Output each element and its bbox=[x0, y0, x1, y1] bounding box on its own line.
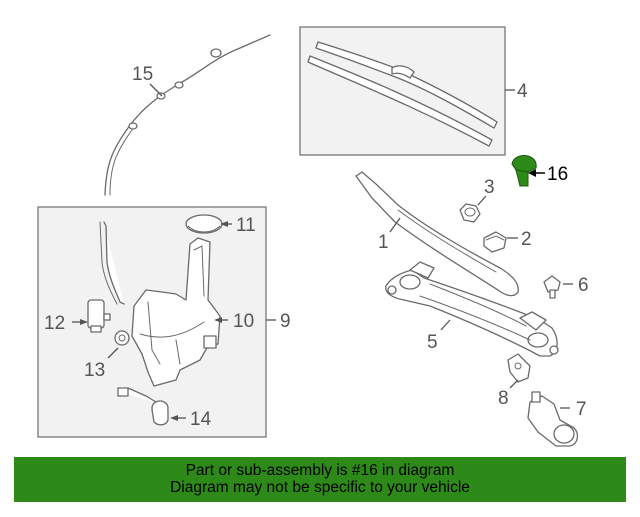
banner-line-2: Diagram may not be specific to your vehi… bbox=[170, 479, 470, 496]
grommet[interactable] bbox=[114, 330, 130, 346]
washer-tube[interactable] bbox=[103, 221, 125, 305]
cap-2[interactable] bbox=[483, 231, 507, 253]
wiper-linkage[interactable] bbox=[385, 261, 559, 357]
callout-2: 2 bbox=[521, 229, 532, 250]
banner-line-1: Part or sub-assembly is #16 in diagram bbox=[185, 462, 455, 479]
callout-13: 13 bbox=[84, 360, 105, 381]
callout-15: 15 bbox=[132, 64, 153, 85]
callout-6: 6 bbox=[578, 275, 589, 296]
wiper-motor[interactable] bbox=[527, 391, 579, 447]
callout-5: 5 bbox=[427, 332, 438, 353]
callout-8: 8 bbox=[498, 388, 509, 409]
bracket-8[interactable] bbox=[507, 353, 531, 383]
callout-11: 11 bbox=[236, 215, 256, 236]
level-sensor[interactable] bbox=[117, 387, 169, 426]
callout-7: 7 bbox=[576, 399, 587, 420]
washer-hose[interactable] bbox=[104, 34, 271, 196]
washer-pump[interactable] bbox=[87, 299, 111, 333]
bolt-6[interactable] bbox=[543, 275, 561, 299]
callout-1: 1 bbox=[378, 232, 389, 253]
reservoir-cap[interactable] bbox=[185, 214, 223, 234]
callout-14: 14 bbox=[190, 409, 212, 430]
callout-10: 10 bbox=[233, 311, 254, 332]
wiper-blade[interactable] bbox=[307, 41, 498, 147]
callout-4: 4 bbox=[517, 81, 528, 102]
washer-reservoir[interactable] bbox=[131, 237, 221, 387]
highlighted-part-16[interactable] bbox=[511, 155, 537, 187]
callout-3: 3 bbox=[484, 177, 495, 198]
cap-3[interactable] bbox=[459, 203, 481, 223]
callout-12: 12 bbox=[44, 313, 65, 334]
callout-9: 9 bbox=[280, 311, 291, 332]
wiper-arm[interactable] bbox=[355, 171, 519, 297]
info-banner: Part or sub-assembly is #16 in diagram D… bbox=[14, 457, 626, 502]
callout-16: 16 bbox=[547, 164, 568, 185]
